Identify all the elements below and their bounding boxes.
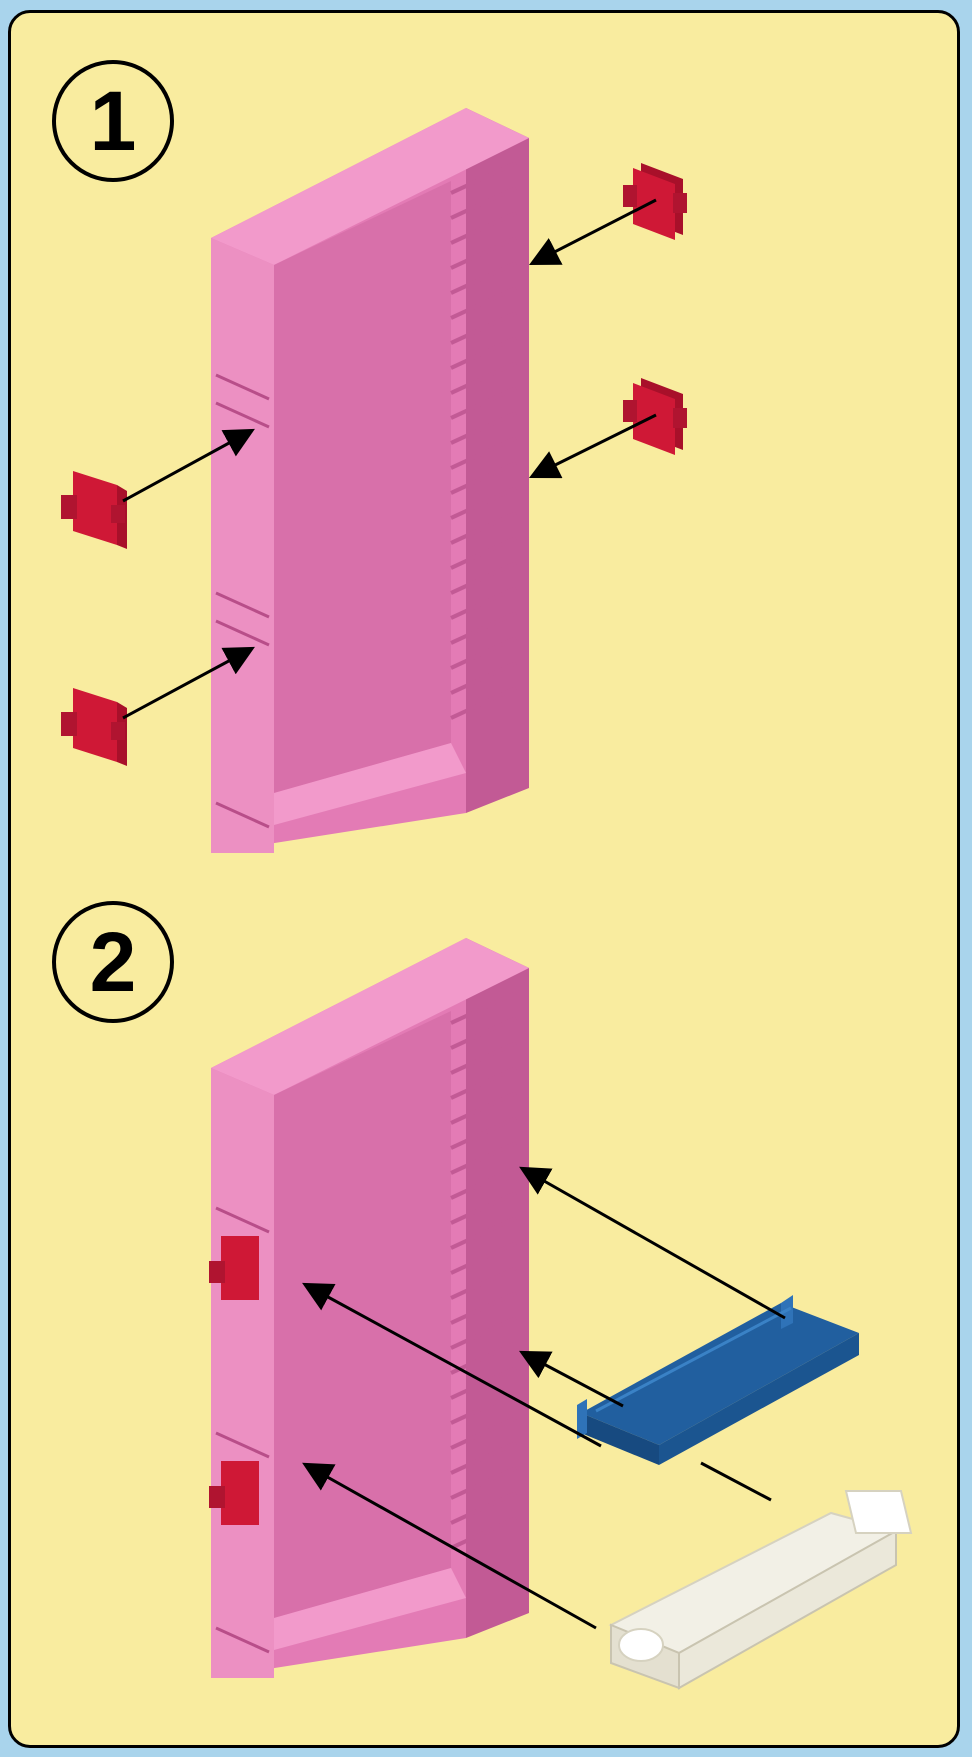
arrow-clip-top-right (528, 198, 657, 266)
red-clip-middle-right (623, 378, 687, 455)
installed-red-clip-lower (209, 1461, 259, 1525)
blue-cover (577, 1295, 859, 1465)
step-1-number: 1 (89, 74, 137, 168)
arrow-sleeve-to-clip-lower (302, 1462, 597, 1630)
red-clip-top-right (623, 163, 687, 240)
step-2-badge: 2 (52, 901, 174, 1023)
step-1-tray (211, 108, 529, 853)
white-sleeve (608, 1490, 913, 1690)
arrow-cover-to-clip-upper (302, 1282, 602, 1448)
assembly-illustration (61, 108, 913, 1690)
red-clip-upper-left (61, 471, 127, 549)
arrow-sleeve-top (700, 1461, 772, 1502)
instruction-panel: 1 2 (8, 10, 960, 1748)
step-1-badge: 1 (52, 60, 174, 182)
step-2-tray (209, 938, 529, 1678)
arrow-blue-cover-lower (519, 1350, 624, 1408)
step-2-number: 2 (89, 915, 137, 1009)
arrow-clip-lower-left (122, 646, 255, 720)
arrow-blue-cover-upper (519, 1166, 786, 1320)
arrow-clip-upper-left (122, 428, 255, 503)
installed-red-clip-upper (209, 1236, 259, 1300)
red-clip-lower-left (61, 688, 127, 766)
arrow-clip-middle-right (528, 413, 657, 479)
